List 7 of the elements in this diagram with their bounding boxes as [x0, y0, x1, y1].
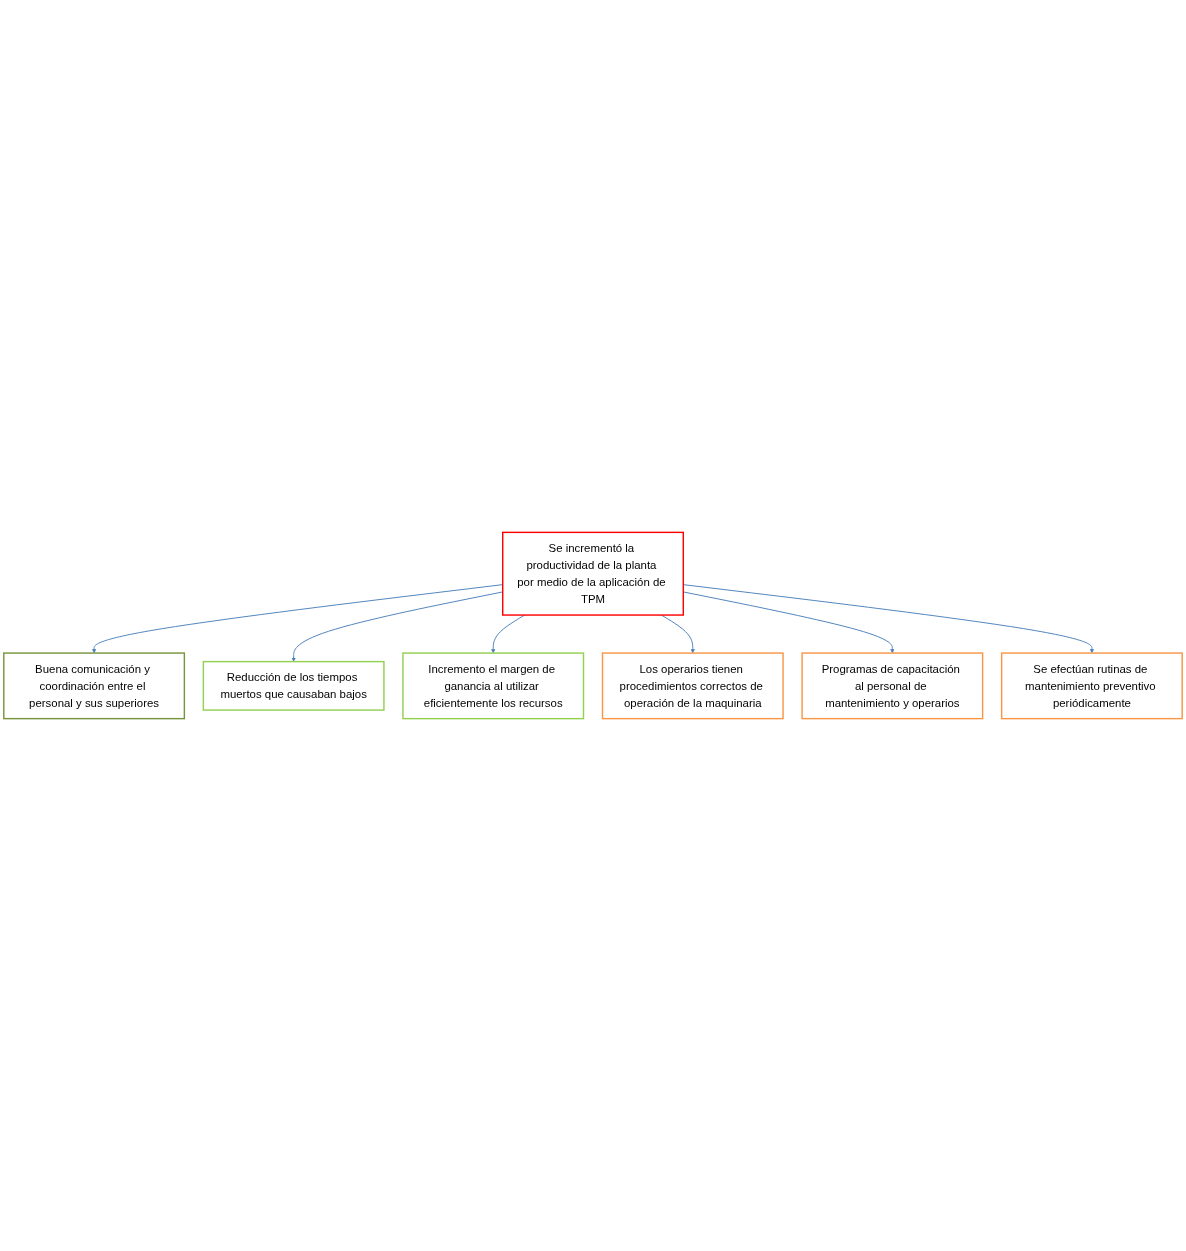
node-box: Los operarios tienen procedimientos correctos de operación de la maquinaria	[601, 652, 784, 720]
node-box: Programas de capacitación al personal de mantenimiento y operarios	[801, 652, 984, 720]
node-box: Se efectúan rutinas de mantenimiento preventivo periódicamente	[1000, 652, 1183, 720]
node-box: Reducción de los tiempos muertos que causaban bajos	[202, 660, 385, 711]
node-box: Buena comunicación y coordinación entre el personal y sus superiores	[3, 652, 186, 720]
node-box: Incremento el margen de ganancia al utilizar eficientemente los recursos	[402, 652, 585, 720]
node-box: Se incrementó la productividad de la planta por medio de la aplicación de TPM	[502, 531, 684, 616]
